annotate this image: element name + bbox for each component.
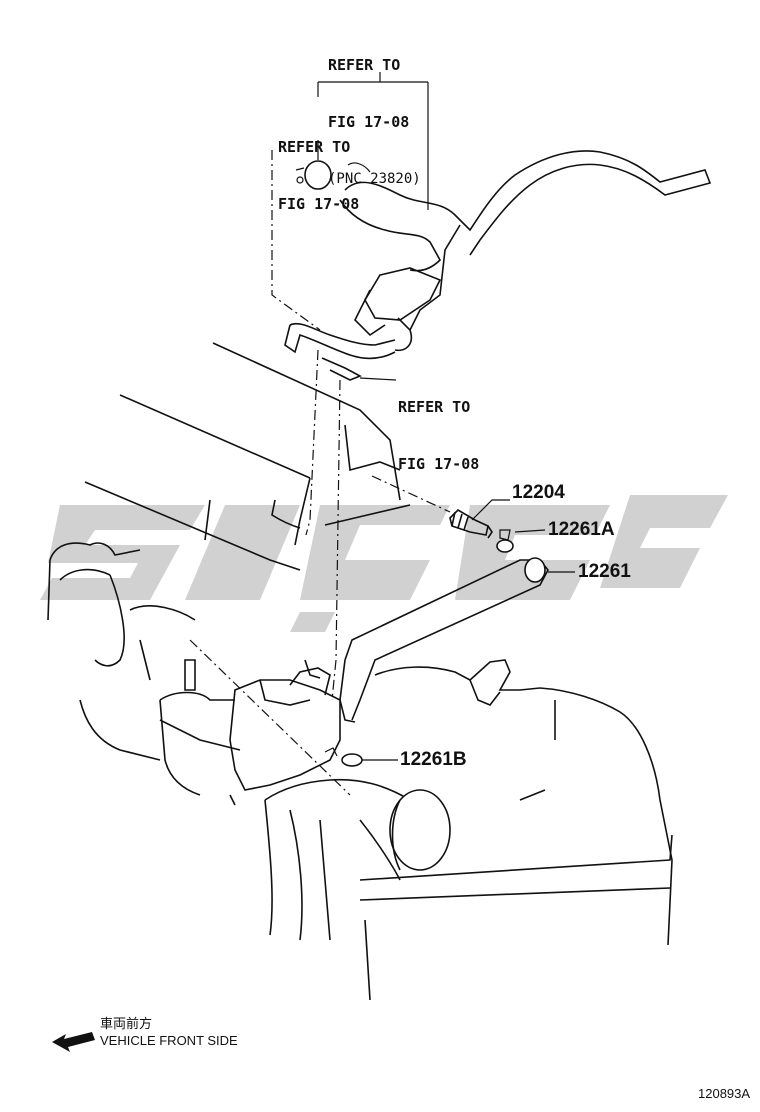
air-cleaner-outline xyxy=(229,557,673,1001)
part-number-12261: 12261 xyxy=(578,561,631,582)
pcv-hose-assembly xyxy=(284,150,712,381)
ref-top-main: REFER TO FIG 17-08 (PNC 23820) xyxy=(328,18,421,208)
arrow-left-icon xyxy=(52,1032,95,1052)
part-number-12261a: 12261A xyxy=(548,519,615,540)
ref-line-2: FIG 17-08 xyxy=(278,195,360,213)
ref-line-3: (PNC 23820) xyxy=(328,171,421,187)
front-side-english: VEHICLE FRONT SIDE xyxy=(100,1033,238,1048)
part-number-12204: 12204 xyxy=(512,482,565,503)
illustration-id: 120893A xyxy=(698,1086,751,1101)
ref-line-2: FIG 17-08 xyxy=(328,113,410,131)
ref-middle: REFER TO FIG 17-08 xyxy=(398,360,479,493)
front-side-japanese: 車両前方 xyxy=(100,1017,153,1032)
ref-line-2: FIG 17-08 xyxy=(398,455,480,473)
hose-clip-a xyxy=(496,529,546,553)
front-side-label: 車両前方 VEHICLE FRONT SIDE xyxy=(100,1017,238,1049)
ref-top-left: REFER TO FIG 17-08 xyxy=(278,100,359,233)
hose-cap xyxy=(295,160,332,190)
ref-leaders xyxy=(317,72,429,381)
pcv-valve-part xyxy=(449,499,510,539)
ref-line-1: REFER TO xyxy=(398,398,471,416)
hose-clip-b xyxy=(324,747,398,767)
part-number-12261b: 12261B xyxy=(400,749,467,770)
engine-outline xyxy=(47,342,411,806)
guide-line xyxy=(271,150,321,331)
ref-line-1: REFER TO xyxy=(328,56,401,74)
ref-line-1: REFER TO xyxy=(278,138,351,156)
